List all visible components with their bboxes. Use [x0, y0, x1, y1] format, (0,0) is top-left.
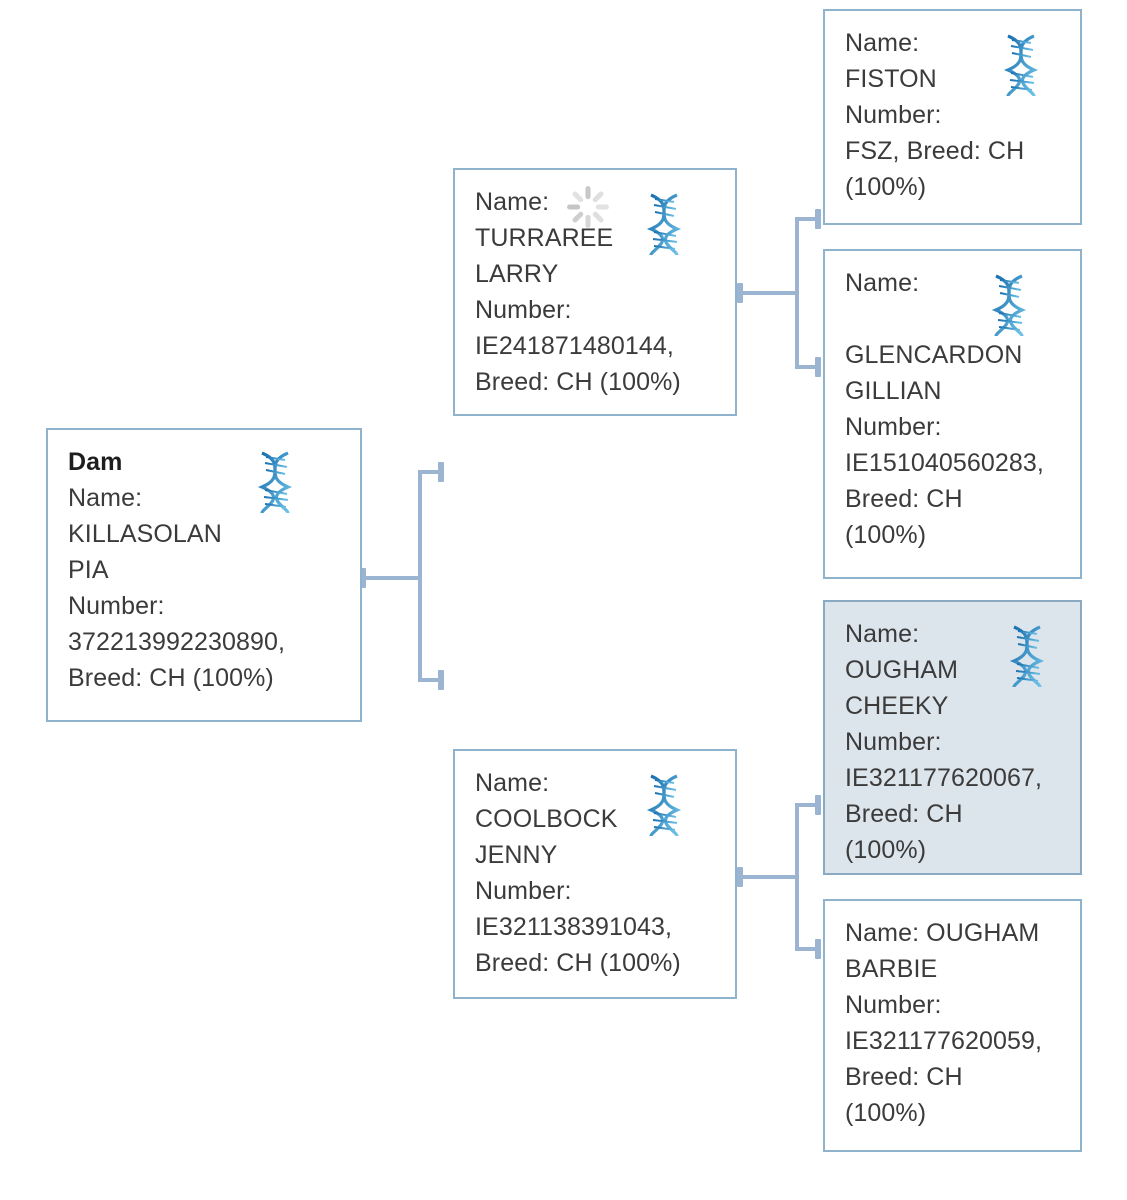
animal-details: Name: KILLASOLAN PIA Number: 37221399223… [68, 484, 286, 692]
connector-segment [795, 947, 819, 951]
animal-box-ougham-cheeky[interactable]: Name: OUGHAM CHEEKY Number: IE3211776200… [823, 600, 1082, 875]
connector-cap [737, 283, 743, 303]
connector-cap [815, 939, 821, 959]
connector-cap [815, 795, 821, 815]
animal-box-turraree-larry-text: Name: TURRAREE LARRY Number: IE241871480… [475, 188, 681, 396]
connector-dam-to-parents [360, 460, 460, 700]
connector-dam-parent-to-grandparents [737, 785, 837, 960]
connector-cap [438, 670, 444, 690]
animal-box-coolbock-jenny[interactable]: Name: COOLBOCK JENNY Number: IE321138391… [453, 749, 737, 999]
animal-box-glencardon-gillian-text: Name: GLENCARDON GILLIAN Number: IE15104… [845, 269, 1044, 549]
connector-cap [815, 209, 821, 229]
connector-segment [364, 576, 420, 580]
connector-segment [418, 470, 422, 682]
loading-spinner-icon [567, 186, 609, 228]
connector-segment [741, 291, 797, 295]
connector-segment [418, 470, 442, 474]
connector-segment [795, 803, 799, 951]
animal-box-glencardon-gillian[interactable]: Name: GLENCARDON GILLIAN Number: IE15104… [823, 249, 1082, 579]
connector-segment [741, 875, 797, 879]
animal-box-ougham-barbie-text: Name: OUGHAM BARBIE Number: IE3211776200… [845, 919, 1043, 1127]
connector-cap [815, 357, 821, 377]
animal-box-ougham-barbie[interactable]: Name: OUGHAM BARBIE Number: IE3211776200… [823, 899, 1082, 1152]
animal-box-fiston-text: Name: FISTON Number: FSZ, Breed: CH (100… [845, 29, 1025, 201]
connector-segment [795, 217, 799, 369]
connector-segment [795, 365, 819, 369]
connector-segment [795, 803, 819, 807]
connector-cap [438, 462, 444, 482]
animal-box-ougham-cheeky-text: Name: OUGHAM CHEEKY Number: IE3211776200… [845, 620, 1043, 864]
animal-box-turraree-larry[interactable]: Name: TURRAREE LARRY Number: IE241871480… [453, 168, 737, 416]
animal-box-fiston[interactable]: Name: FISTON Number: FSZ, Breed: CH (100… [823, 9, 1082, 225]
connector-cap [737, 867, 743, 887]
connector-segment [795, 217, 819, 221]
connector-segment [418, 678, 442, 682]
animal-box-coolbock-jenny-text: Name: COOLBOCK JENNY Number: IE321138391… [475, 769, 681, 977]
connector-sire-to-grandparents [737, 195, 837, 377]
animal-role-label: Dam [68, 448, 123, 476]
